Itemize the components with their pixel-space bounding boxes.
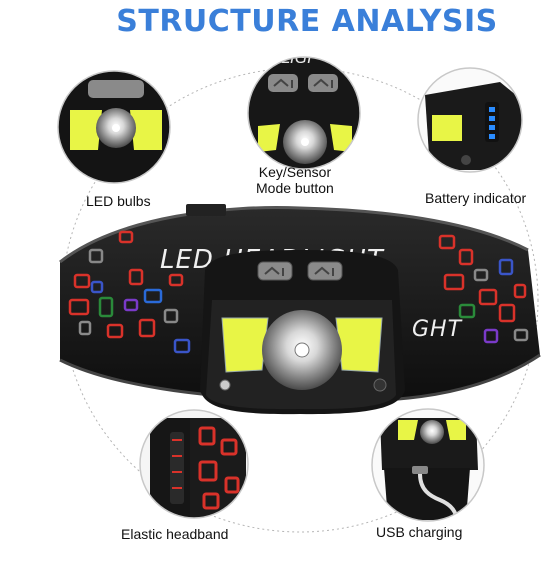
label-led-bulbs: LED bulbs bbox=[86, 193, 151, 209]
band-text-right: GHT bbox=[412, 317, 463, 342]
label-key-sensor-line1: Key/Sensor bbox=[258, 164, 332, 180]
label-usb-charging: USB charging bbox=[376, 524, 463, 540]
label-battery-indicator: Battery indicator bbox=[425, 190, 527, 206]
cob-led-right bbox=[335, 317, 383, 373]
callout-band-text: ADLIGI bbox=[257, 48, 312, 67]
callout-headband bbox=[140, 410, 248, 518]
callout-key-sensor: ADLIGI bbox=[248, 48, 360, 169]
headlamp-housing bbox=[200, 250, 405, 415]
usb-port bbox=[412, 466, 428, 474]
cob-led-left bbox=[221, 317, 269, 373]
label-key-sensor-line2: Mode button bbox=[256, 180, 334, 196]
callout-battery bbox=[418, 68, 522, 172]
dotted-guide-ring bbox=[61, 67, 539, 533]
callout-usb bbox=[372, 409, 484, 521]
callout-led-bulbs bbox=[58, 71, 170, 183]
center-led bbox=[294, 342, 310, 358]
label-key-sensor: Key/Sensor Mode button bbox=[256, 164, 334, 196]
label-elastic-headband: Elastic headband bbox=[121, 526, 229, 542]
page-title: STRUCTURE ANALYSIS bbox=[116, 4, 498, 39]
